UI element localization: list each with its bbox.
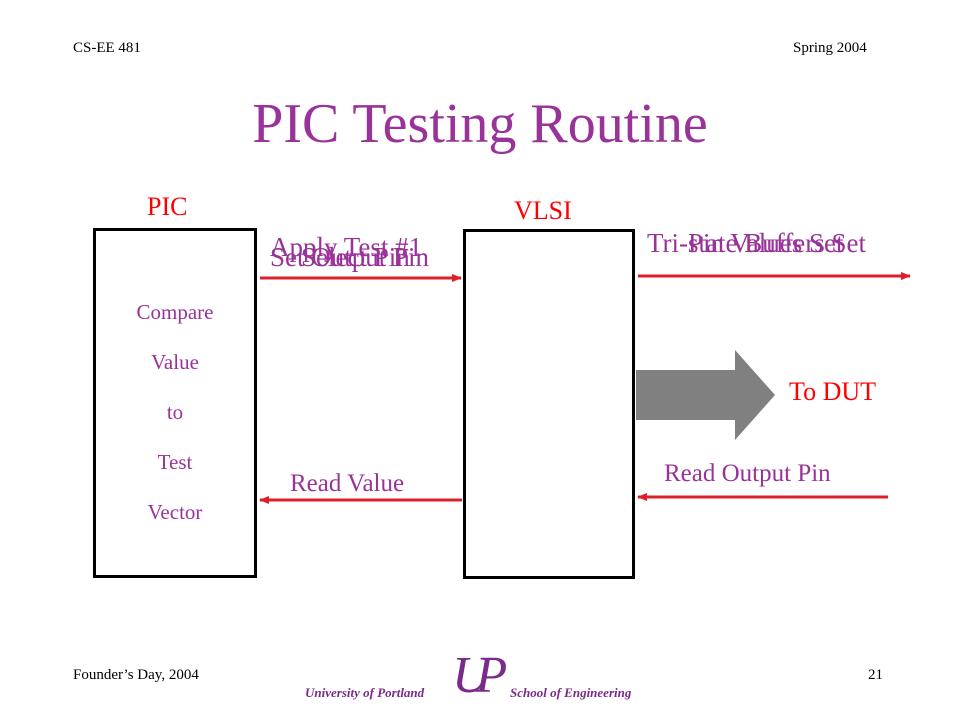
slide-title: PIC Testing Routine bbox=[252, 93, 708, 155]
signal-tristate-set: Tri-state Buffers Set bbox=[647, 228, 866, 258]
up-logo: UP bbox=[452, 647, 507, 704]
pic-line-4: Test bbox=[157, 450, 193, 474]
vlsi-label: VLSI bbox=[514, 196, 572, 225]
read-value-label: Read Value bbox=[290, 470, 405, 497]
vlsi-box bbox=[463, 229, 635, 579]
signal-select-pin: Select Pin bbox=[301, 242, 410, 272]
school-label: School of Engineering bbox=[510, 685, 632, 700]
course-label: CS-EE 481 bbox=[73, 40, 141, 56]
term-label: Spring 2004 bbox=[793, 40, 867, 56]
footer-date: Founder’s Day, 2004 bbox=[73, 667, 199, 683]
pic-box: Compare Value to Test Vector bbox=[93, 228, 257, 578]
university-label: University of Portland bbox=[305, 685, 425, 700]
dut-block-arrow bbox=[636, 350, 775, 440]
to-dut-label: To DUT bbox=[789, 377, 877, 406]
pic-label: PIC bbox=[147, 192, 188, 221]
pic-line-2: Value bbox=[151, 350, 199, 374]
pic-line-1: Compare bbox=[136, 300, 214, 324]
signal-pin-values-set: Pin Values Set bbox=[688, 228, 844, 258]
page-number: 21 bbox=[868, 667, 883, 683]
pic-line-3: to bbox=[166, 400, 184, 424]
signal-set-output-pin: Set Output Pin bbox=[270, 242, 430, 272]
signal-apply-test: Apply Test #1 bbox=[270, 232, 423, 262]
read-output-pin-label: Read Output Pin bbox=[664, 460, 831, 487]
pic-line-5: Vector bbox=[147, 500, 203, 524]
